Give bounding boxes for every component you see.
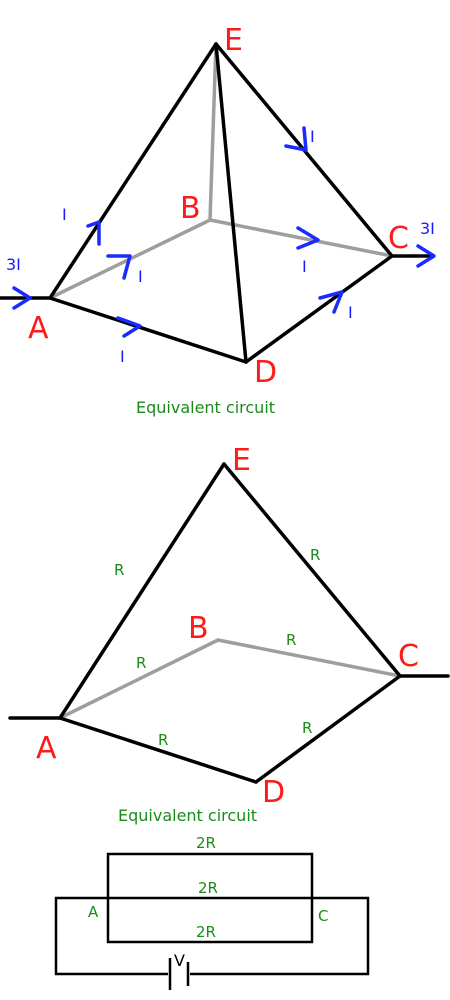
- branch-bottom-label: 2R: [196, 923, 216, 941]
- arrow-ad: [116, 316, 142, 338]
- resistor-bc-label: R: [286, 631, 296, 649]
- arrow-in: [12, 286, 32, 310]
- left-source-wire: [54, 896, 168, 976]
- arrow-ec: [284, 126, 308, 152]
- pyramid-figure: 3I 3I I I I I I I E B C A D: [0, 23, 436, 390]
- edge2-ae: [58, 462, 226, 720]
- arrow-ab: [106, 254, 132, 280]
- right-source-wire: [190, 896, 370, 976]
- arrow-bc: [296, 226, 320, 250]
- edge-be: [208, 42, 218, 222]
- node-b-label: B: [180, 191, 201, 226]
- current-out-label: 3I: [420, 219, 435, 238]
- parallel-circuit: 2R 2R 2R A C V: [54, 834, 370, 990]
- node-e-label: E: [224, 23, 243, 58]
- node2-e-label: E: [232, 443, 251, 478]
- arrow-ae: [86, 220, 101, 246]
- current-dc-label: I: [348, 303, 353, 322]
- edge2-ec: [222, 462, 402, 678]
- edge-ad: [48, 296, 248, 364]
- node2-b-label: B: [188, 611, 209, 646]
- edge2-bc: [216, 638, 402, 678]
- branch-middle-label: 2R: [198, 879, 218, 897]
- node2-d-label: D: [262, 775, 285, 810]
- node-d-label: D: [254, 355, 277, 390]
- flattened-network: R R R R R R E B C A D: [8, 443, 450, 810]
- current-ad-label: I: [120, 347, 125, 366]
- edge2-ab: [58, 638, 220, 720]
- caption-2: Equivalent circuit: [118, 806, 257, 825]
- current-ab-label: I: [138, 267, 143, 286]
- resistor-dc-label: R: [302, 719, 312, 737]
- node2-c-label: C: [398, 639, 419, 674]
- edge-dc: [244, 254, 394, 364]
- caption-1: Equivalent circuit: [136, 398, 275, 417]
- edge-ae: [48, 42, 218, 300]
- edge2-dc: [254, 674, 402, 784]
- resistor-ec-label: R: [310, 546, 320, 564]
- current-ae-label: I: [62, 205, 67, 224]
- current-ec-label: I: [310, 127, 315, 146]
- branch-top-label: 2R: [196, 834, 216, 852]
- node2-a-label: A: [36, 731, 57, 766]
- resistor-ae-label: R: [114, 561, 124, 579]
- current-in-label: 3I: [6, 255, 21, 274]
- arrow-dc: [318, 290, 344, 314]
- circuit-node-a-label: A: [88, 903, 99, 921]
- node-a-label: A: [28, 311, 49, 346]
- edge2-ad: [58, 716, 258, 784]
- resistor-ab-label: R: [136, 654, 146, 672]
- circuit-node-c-label: C: [318, 907, 328, 925]
- source-label: V: [174, 951, 185, 970]
- resistor-ad-label: R: [158, 731, 168, 749]
- edge-ed: [214, 42, 248, 364]
- arrow-out: [416, 244, 436, 268]
- edge-bc: [208, 218, 394, 258]
- current-bc-label: I: [302, 257, 307, 276]
- node-c-label: C: [388, 221, 409, 256]
